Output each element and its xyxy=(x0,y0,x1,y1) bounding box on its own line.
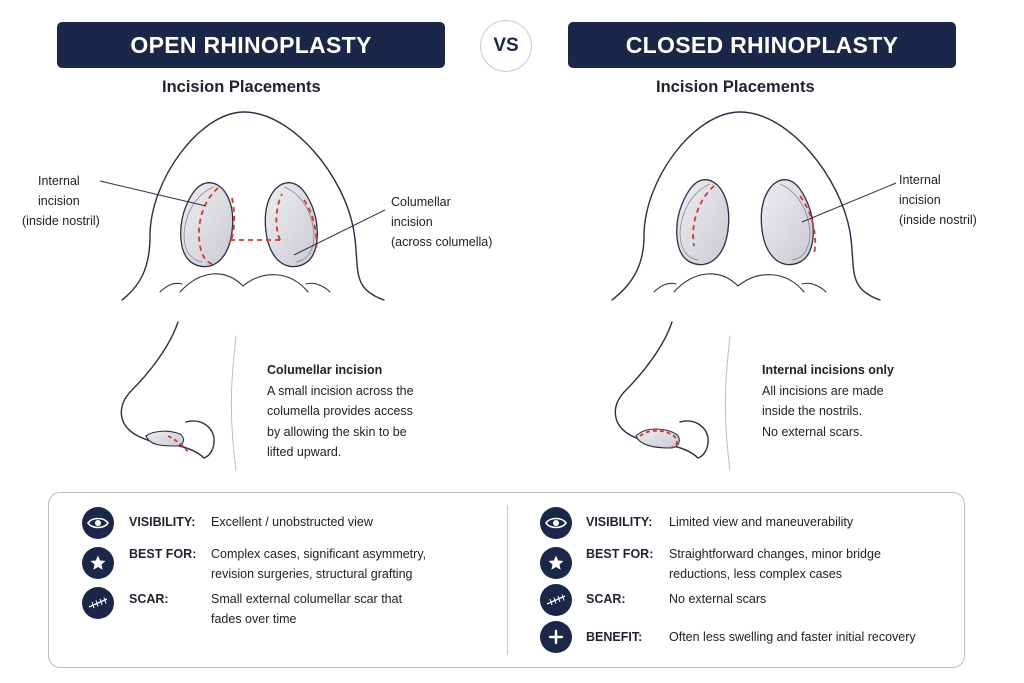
open-description-heading: Columellar incision xyxy=(267,363,383,377)
closed-visibility-value: Limited view and maneuverability xyxy=(669,515,854,529)
open-best-for-key: BEST FOR: xyxy=(129,547,197,561)
eye-icon xyxy=(82,507,114,539)
closed-profile-nostril xyxy=(635,428,680,449)
open-profile-nose xyxy=(120,321,237,471)
closed-scar-value: No external scars xyxy=(669,592,767,606)
left-subtitle: Incision Placements xyxy=(162,78,321,96)
closed-benefit-key: BENEFIT: xyxy=(586,630,643,644)
closed-benefit-value: Often less swelling and faster initial r… xyxy=(669,630,916,644)
right-subtitle: Incision Placements xyxy=(656,78,815,96)
open-best-for-value: Complex cases, significant asymmetry, re… xyxy=(211,547,427,581)
scar-icon xyxy=(540,584,572,616)
open-scar-key: SCAR: xyxy=(129,592,169,606)
comparison-panel xyxy=(48,492,965,668)
panel-divider xyxy=(507,505,508,655)
closed-internal-incision-label: Internal incision (inside nostril) xyxy=(899,173,977,227)
open-profile-nostril xyxy=(145,430,189,453)
open-basal-nose xyxy=(121,111,385,301)
closed-description-heading: Internal incisions only xyxy=(762,363,894,377)
open-label-leaders xyxy=(99,180,386,256)
vs-badge: VS xyxy=(480,20,532,72)
closed-rhinoplasty-title: CLOSED RHINOPLASTY xyxy=(568,22,956,68)
closed-nostrils xyxy=(676,179,814,266)
open-visibility-key: VISIBILITY: xyxy=(129,515,196,529)
open-description: Columellar incision A small incision acr… xyxy=(267,360,414,463)
open-columellar-incision-label: Columellar incision (across columella) xyxy=(391,195,493,249)
closed-incision-lines xyxy=(692,185,817,255)
closed-best-for-value: Straightforward changes, minor bridge re… xyxy=(669,547,881,581)
star-icon xyxy=(82,547,114,579)
scar-icon xyxy=(82,587,114,619)
open-incision-lines xyxy=(198,187,318,265)
open-visibility-value: Excellent / unobstructed view xyxy=(211,515,373,529)
closed-best-for-key: BEST FOR: xyxy=(586,547,654,561)
open-rhinoplasty-title: OPEN RHINOPLASTY xyxy=(57,22,445,68)
eye-icon xyxy=(540,507,572,539)
closed-label-leader xyxy=(801,182,897,223)
closed-basal-nose xyxy=(611,111,881,301)
open-scar-value: Small external columellar scar that fade… xyxy=(211,592,403,626)
open-internal-incision-label: Internal incision (inside nostril) xyxy=(22,174,100,228)
closed-description: Internal incisions only All incisions ar… xyxy=(762,360,894,442)
star-icon xyxy=(540,547,572,579)
closed-scar-key: SCAR: xyxy=(586,592,626,606)
closed-visibility-key: VISIBILITY: xyxy=(586,515,653,529)
plus-icon xyxy=(540,621,572,653)
